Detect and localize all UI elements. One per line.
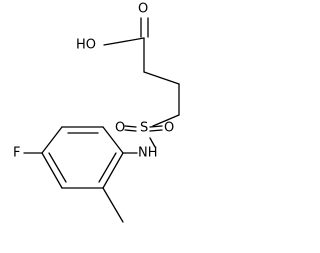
ring-double-left [48, 152, 67, 183]
bond-s-o-right-b [149, 129, 163, 132]
atom-hydroxyl: HO [76, 38, 96, 53]
bond-s-o-left-b [124, 129, 137, 132]
atom-sulfonyl-oxygen-right: O [164, 121, 174, 136]
molecule-structure: O HO O S O NH F [13, 2, 180, 223]
bond-c2-c3 [143, 71, 180, 85]
atom-sulfur: S [140, 121, 148, 136]
bond-c4-s [152, 114, 180, 127]
bond-s-o-right-a [149, 125, 163, 128]
ring-bond-4 [41, 152, 63, 189]
bond-ring-methyl [102, 187, 124, 223]
atom-fluorine: F [13, 146, 20, 161]
atom-amine: NH [138, 146, 158, 161]
ring-double-right [98, 152, 117, 183]
ring-bond-1 [102, 126, 124, 154]
bond-s-n [149, 137, 156, 148]
ring-bond-6 [102, 152, 124, 189]
bond-s-o-left-a [124, 125, 137, 128]
atom-sulfonyl-oxygen-left: O [115, 121, 125, 136]
ring-bond-3 [41, 126, 63, 154]
atom-oxygen-carbonyl: O [138, 2, 148, 17]
bond-c-oh [103, 37, 145, 46]
